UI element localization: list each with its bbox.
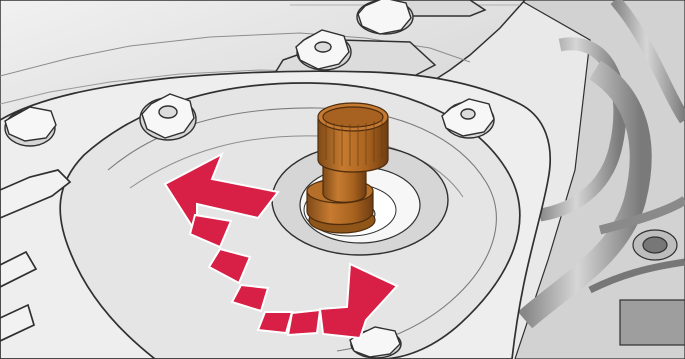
rotation-arrow-segment-4 (258, 312, 292, 333)
bolt-top-right (357, 0, 413, 34)
rotation-arrow-segment-5 (288, 310, 320, 335)
